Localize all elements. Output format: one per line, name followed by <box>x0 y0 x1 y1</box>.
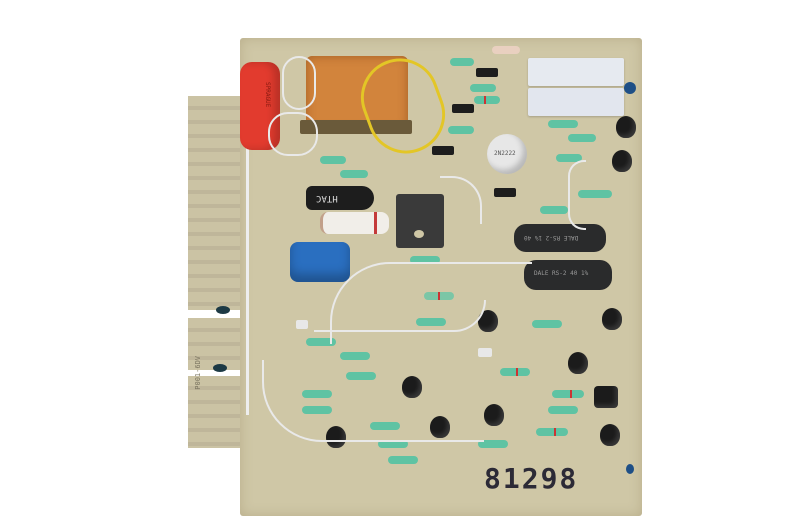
resistor <box>406 318 456 326</box>
board-serial-number: 81298 <box>484 462 579 495</box>
resistor <box>400 256 450 264</box>
resistor-band <box>484 96 486 104</box>
glass-diode <box>478 348 492 357</box>
diode-marking: HTAC <box>316 193 338 203</box>
resistor <box>482 46 530 54</box>
resistor-band <box>438 292 440 300</box>
jumper-wire <box>568 160 586 230</box>
voltage-regulator <box>396 194 444 248</box>
capacitor-marking: SPRAGUE <box>264 82 271 108</box>
jumper-wire <box>440 176 482 224</box>
resistor <box>368 440 418 448</box>
resistor <box>558 134 606 142</box>
edge-connector-lower <box>188 376 244 448</box>
resistor-band <box>570 390 572 398</box>
resistor <box>464 96 510 104</box>
black-resistor-bottom: DALE RS-2 40 1% <box>524 260 612 290</box>
transistor-marking: 2N2222 <box>494 150 516 157</box>
blue-trimmer <box>624 82 636 94</box>
regulator-mount-hole <box>414 230 424 238</box>
transistor <box>568 352 588 374</box>
power-resistor-band <box>374 212 377 234</box>
transistor <box>402 376 422 398</box>
resistor <box>336 372 386 380</box>
resistor <box>310 156 356 164</box>
wire-loop-left <box>282 56 316 110</box>
resistor <box>546 154 592 162</box>
transistor <box>612 150 632 172</box>
resistor <box>568 190 622 198</box>
black-resistor-top-marking: DALE RS-2 1% 40 <box>524 234 579 241</box>
resistor <box>468 440 518 448</box>
small-diode <box>432 146 454 155</box>
resistor <box>378 456 428 464</box>
blue-marker-dot <box>626 464 634 474</box>
small-diode <box>494 188 516 197</box>
edge-connector-middle <box>188 318 244 370</box>
transistor <box>484 404 504 426</box>
white-power-resistor <box>320 212 389 234</box>
black-resistor-top: DALE RS-2 1% 40 <box>514 224 606 252</box>
edge-slot-pad-2 <box>213 364 227 372</box>
edge-slot-pad-1 <box>216 306 230 314</box>
resistor <box>438 126 484 134</box>
edge-connector-upper <box>188 96 244 310</box>
relay-block-top <box>528 58 624 86</box>
resistor <box>330 352 380 360</box>
resistor <box>522 320 572 328</box>
resistor <box>460 84 506 92</box>
jumper-wire <box>330 262 532 344</box>
transistor <box>600 424 620 446</box>
resistor <box>538 406 588 414</box>
relay-block-bottom <box>528 88 624 116</box>
resistor <box>414 292 464 300</box>
black-diode: HTAC <box>306 186 374 210</box>
resistor <box>360 422 410 430</box>
transistor <box>602 308 622 330</box>
jumper-wire-vertical <box>246 140 249 415</box>
resistor <box>542 390 594 398</box>
resistor <box>538 120 588 128</box>
blue-electrolytic-capacitor <box>290 242 350 282</box>
resistor <box>490 368 540 376</box>
wire-loop-lower <box>268 112 318 156</box>
small-diode <box>452 104 474 113</box>
small-diode <box>476 68 498 77</box>
resistor <box>530 206 578 214</box>
glass-diode <box>296 320 308 329</box>
board-edge-label: P001-6DV <box>194 356 202 390</box>
resistor <box>296 338 346 346</box>
metal-can-transistor: 2N2222 <box>487 134 527 174</box>
transistor <box>594 386 618 408</box>
transformer-frame <box>300 120 412 134</box>
transistor <box>616 116 636 138</box>
jumper-wire <box>262 360 484 442</box>
resistor-band <box>516 368 518 376</box>
transistor <box>326 426 346 448</box>
resistor <box>330 170 378 178</box>
red-capacitor: SPRAGUE <box>240 62 280 150</box>
resistor-band <box>554 428 556 436</box>
resistor <box>440 58 484 66</box>
resistor <box>526 428 578 436</box>
transformer <box>306 56 408 130</box>
black-resistor-bottom-marking: DALE RS-2 40 1% <box>534 270 589 277</box>
